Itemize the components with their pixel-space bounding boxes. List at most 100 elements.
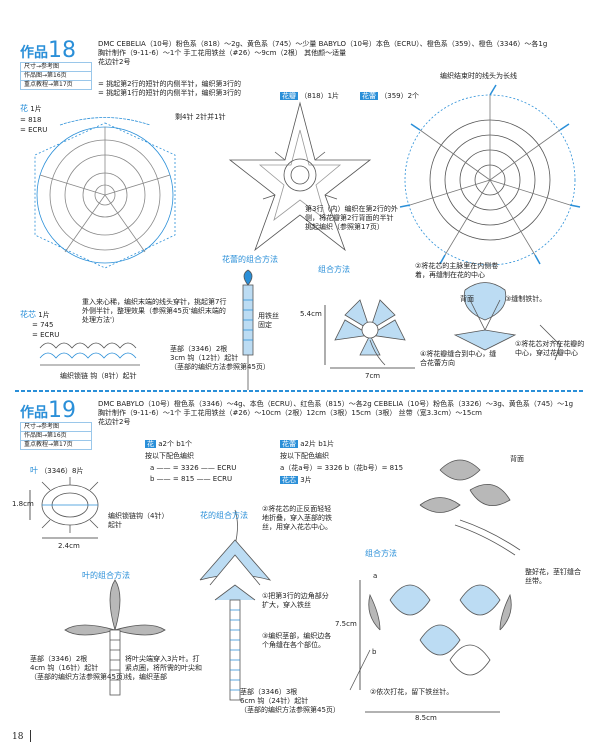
flower-label-18: 花 1片: [20, 104, 42, 114]
core-label-text: 花芯: [280, 476, 298, 484]
stem-spec-line: 3cm 钩（12针）起针: [170, 354, 239, 362]
work18-title: 作品18: [20, 38, 76, 63]
bud-sub: a2片 b1片: [300, 440, 335, 448]
core-instruction: 重入来心稀，编织末端的线头穿针，挑起第7行外侧半针，整理效果（参照第45页'编织…: [82, 298, 227, 324]
dim-final-w: 8.5cm: [415, 714, 437, 722]
flower-a-label: 花 a2个 b1个: [145, 440, 192, 449]
dim-width-18: 7cm: [365, 372, 381, 380]
stem-spec-line: 茎部（3346）2根: [170, 345, 228, 353]
work18-header-row: 尺寸→参考图: [21, 63, 91, 72]
label-b: b: [372, 648, 377, 656]
dim-h-19: 1.8cm: [12, 500, 34, 508]
core-end-note: 编织结束时的线头为长线: [440, 72, 517, 80]
work18-header-row: 作品图→第16页: [21, 72, 91, 81]
core-legend-745: = 745: [32, 321, 54, 329]
work18-materials: DMC CEBELIA（10号）粉色系（818）～2g、黄色系（745）～少量 …: [98, 40, 588, 67]
note-line: = 挑起第2行的短针的内侧半针，编织第3行的: [98, 80, 241, 88]
final-note2: 整好花，茎钉缝合丝带。: [525, 568, 581, 585]
core-sub: 3片: [300, 476, 312, 484]
work19-header-row: 重点教程→第17页: [24, 441, 73, 448]
material-line: 胸针制作（9-11-6）～1个 手工花用铁丝（#26）～9cm（2根） 其他颜～…: [98, 49, 347, 57]
page-number-rule: [30, 730, 31, 742]
leaf-chain-note: 编织锁链钩（4针）起针: [108, 512, 165, 529]
flower-a-text: 花: [145, 440, 156, 448]
leaf-chart-19: [29, 477, 99, 539]
core-bud-label: 花蕾 （359）2个: [360, 92, 419, 101]
flower-combo-title: 花的组合方法: [200, 511, 248, 520]
leaf-label-text: 叶: [30, 466, 38, 475]
work18-title-number: 18: [48, 38, 76, 63]
stem-spec-line: （茎部的编织方法参照第45页）: [170, 363, 270, 371]
bud-label2-19: 花芯 3片: [280, 476, 312, 485]
stem-note-line: （茎部的编织方法参照第45页）: [30, 673, 130, 681]
stem2-line: 6cm 钩（24针）起针: [240, 697, 309, 705]
assembled-flower-18: [324, 299, 415, 369]
bud-legend: a（花a号）= 3326 b（花b号）= 815: [280, 464, 404, 472]
step3-18: ③缝制铁针。: [505, 295, 547, 303]
legend-b: b —— = 815 —— ECRU: [150, 475, 233, 483]
stem-note-line: 4cm 钩（16针）起针: [30, 664, 99, 672]
leaf-label-19: 叶 （3346）8片: [30, 466, 84, 476]
core-legend-ecru: = ECRU: [32, 331, 60, 339]
flower-label: 花: [20, 104, 28, 113]
final-note: ②依次打花，留下铁丝针。: [370, 688, 454, 696]
petal-note: 第3行（内）编织在第2行的外侧，将花瓣第2行背面的半针挑起编织（参照第17页）: [305, 205, 398, 231]
bud-label-text: 花蕾: [360, 92, 378, 100]
bud-chart-circle: [399, 84, 581, 266]
core-label-18: 花芯 1片: [20, 310, 50, 320]
material-line: 胸针制作（9-11-6）～1个 手工花用铁丝（#26）～10cm（2根）12cm…: [98, 409, 483, 417]
work19-title-number: 19: [48, 398, 76, 423]
petal-chart-star: [228, 101, 372, 252]
dim-height-18: 5.4cm: [300, 310, 322, 318]
page-number: 18: [12, 732, 24, 742]
flower-a-sub: a2个 b1个: [158, 440, 193, 448]
bud-note: 按以下配色编织: [280, 452, 329, 460]
stem-note-line: 茎部（3346）2根: [30, 655, 88, 663]
core-count: 1片: [38, 311, 50, 319]
combo-title-18: 组合方法: [318, 265, 350, 274]
step-flowers-18: [453, 282, 561, 361]
bud-sub: （359）2个: [380, 92, 420, 100]
material-line: 花边针2号: [98, 418, 131, 426]
core-chain-note: 编织锁链 钩（8针）起针: [60, 372, 137, 380]
bud-label-19: 花蕾 a2片 b1片: [280, 440, 334, 449]
stem2-line: 茎部（3346）3根: [240, 688, 298, 696]
step2-18: ②将花芯的主脉里在内侧卷着，再缝制在花的中心: [415, 262, 499, 279]
label-a: a: [373, 572, 378, 580]
combo-step2-19: ③编织茎部，编织边各个角缝在各个部位。: [262, 632, 332, 649]
legend-818: = 818: [20, 116, 42, 124]
stem-illustration-18: [242, 269, 254, 390]
stem-combo-title-18: 花蕾的组合方法: [222, 255, 278, 264]
bouquet-back-19: [419, 459, 521, 556]
dim-final-h: 7.5cm: [335, 620, 357, 628]
core-title: 花芯: [20, 310, 36, 319]
stem-note-19: 茎部（3346）2根 4cm 钩（16针）起针 （茎部的编织方法参照第45页）: [30, 655, 130, 682]
work18-notes: = 挑起第2行的短针的内侧半针，编织第3行的 = 挑起第1行的短针的内侧半针，编…: [98, 80, 241, 98]
combo-step1-19: ①把第3行的边角部分扩大，穿入铁丝: [262, 592, 329, 609]
work18-header-row: 重点教程→第17页: [24, 81, 73, 88]
flower-combo-19: [199, 509, 272, 701]
work19-header-box: 尺寸→参考图 作品图→第16页 重点教程→第17页: [20, 422, 92, 450]
petal-sub: （818）1片: [300, 92, 340, 100]
final-bouquet-19: [349, 580, 512, 713]
legend-ecru: = ECRU: [20, 126, 48, 134]
flower-chart-18: [34, 117, 176, 269]
leaf-note: 剩4针 2针并1针: [175, 113, 226, 121]
step4-18: ④将花瓣缝合到中心，缝合花蕾方向: [420, 350, 497, 367]
work19-title-prefix: 作品: [20, 405, 48, 421]
legend-a: a —— = 3326 —— ECRU: [150, 464, 237, 472]
step1-18: ①将花芯对齐在花瓣的中心，穿过花瓣中心: [515, 340, 585, 357]
leaf-combo-title: 叶的组合方法: [82, 571, 130, 580]
section-divider: [15, 390, 585, 392]
work19-header-row: 作品图→第16页: [21, 432, 91, 441]
material-line: DMC BABYLO（10号）橙色系（3346）～4g、本色（ECRU）、红色系…: [98, 400, 574, 408]
leaf-sub: （3346）8片: [40, 467, 84, 475]
back-label-19: 背面: [510, 455, 524, 463]
final-combo-title: 组合方法: [365, 549, 397, 558]
core-chart-chain: [39, 342, 140, 366]
material-line: DMC CEBELIA（10号）粉色系（818）～2g、黄色系（745）～少量 …: [98, 40, 548, 48]
leaf-step: 将叶尖端穿入3片叶。打紧点圈，将所需的叶尖和线，编织茎部: [125, 655, 202, 681]
petal-label-text: 花瓣: [280, 92, 298, 100]
back-label-18: 背面: [460, 295, 474, 303]
bud-label-text: 花蕾: [280, 440, 298, 448]
